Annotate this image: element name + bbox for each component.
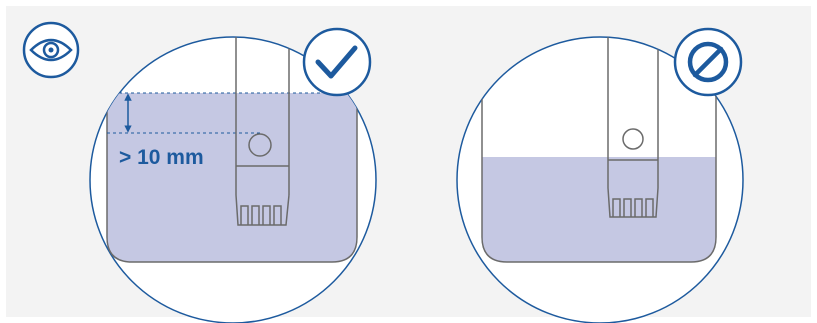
right-beaker bbox=[481, 40, 717, 263]
incorrect-immersion-panel bbox=[456, 27, 744, 323]
prohibited-icon bbox=[673, 27, 743, 97]
eye-icon bbox=[22, 21, 80, 79]
left-liquid bbox=[107, 93, 357, 262]
correct-immersion-panel: > 10 mm bbox=[89, 27, 377, 323]
right-sensor bbox=[622, 128, 644, 150]
checkmark-icon bbox=[302, 27, 372, 97]
left-probe bbox=[235, 37, 290, 226]
left-sensor bbox=[248, 133, 272, 157]
left-beaker bbox=[106, 40, 358, 263]
right-liquid bbox=[482, 157, 716, 262]
right-probe bbox=[607, 37, 659, 218]
immersion-depth-label: > 10 mm bbox=[119, 146, 204, 169]
